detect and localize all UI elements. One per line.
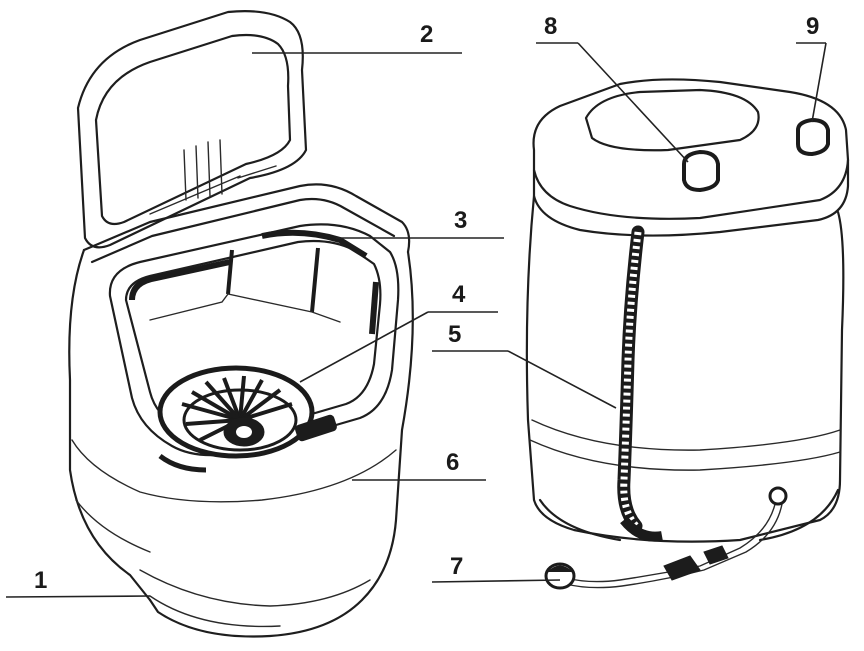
callout-5: 5 [448,321,461,348]
callout-7: 7 [450,553,463,580]
leader-line-4-diagonal [299,311,429,383]
leader-line-5-diagonal [507,350,617,409]
open-washer-illustration [68,10,414,638]
leader-line-8-diagonal [577,42,689,163]
callout-3: 3 [454,207,467,234]
callout-6: 6 [446,449,459,476]
closed-washer-illustration [525,78,850,590]
callout-9: 9 [806,13,819,40]
callout-1: 1 [34,567,47,594]
leader-line-7 [431,579,561,583]
leader-line-1 [5,595,151,598]
callout-labels: 1 2 3 4 5 6 7 8 9 [34,13,819,594]
callout-4: 4 [452,281,466,308]
callout-8: 8 [544,13,557,40]
leader-line-9-diagonal [811,42,827,123]
callout-2: 2 [420,21,433,48]
leader-lines [5,42,827,598]
